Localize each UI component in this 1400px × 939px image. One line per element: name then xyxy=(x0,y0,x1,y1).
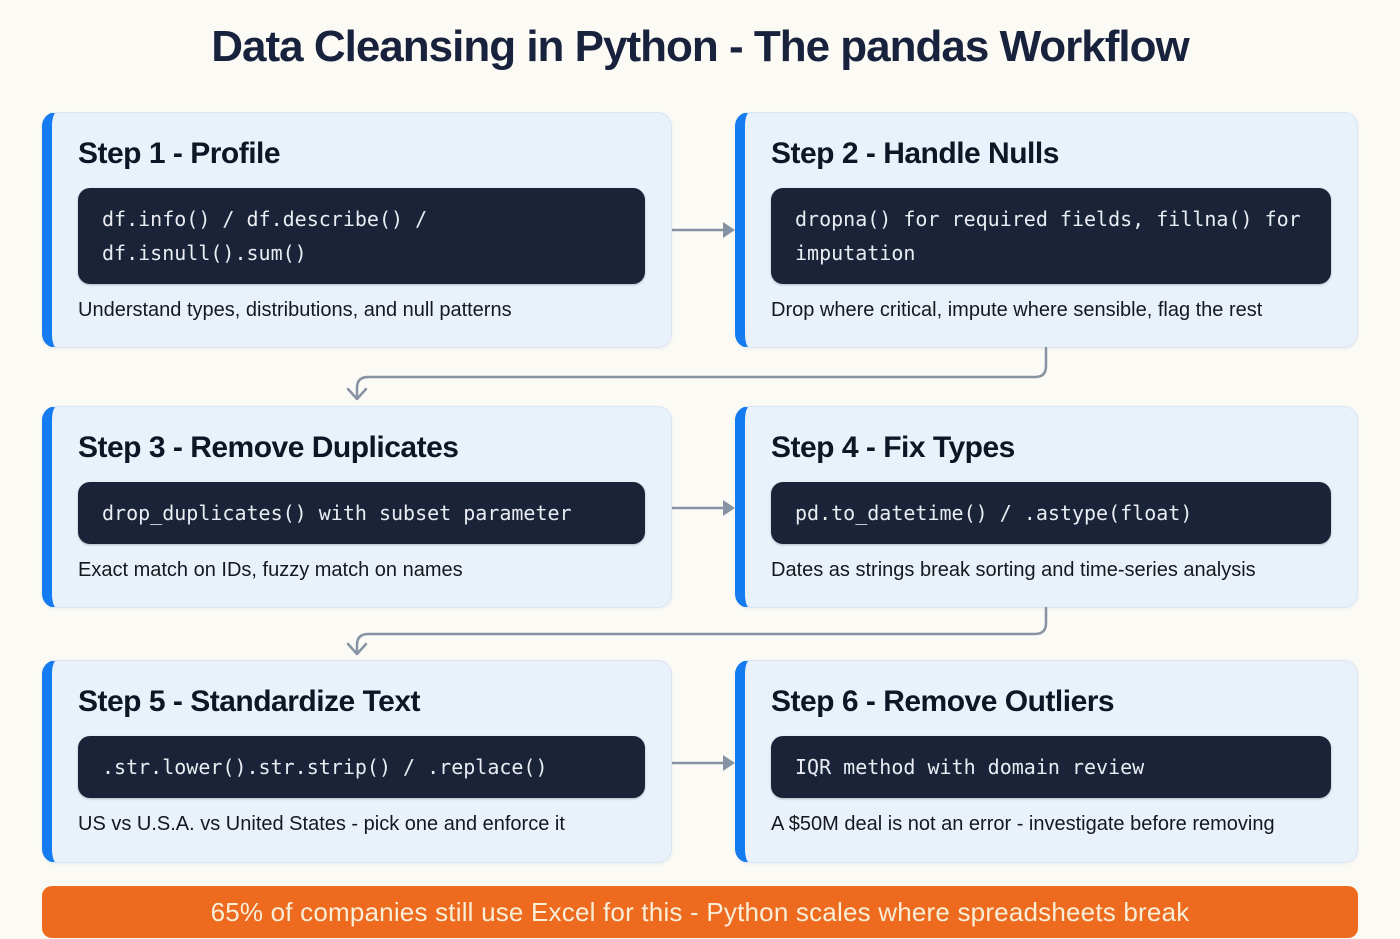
step-4-code-block: pd.to_datetime() / .astype(float) xyxy=(771,481,1331,544)
step-card-2: Step 2 - Handle Nulls dropna() for requi… xyxy=(735,112,1358,348)
step-card-6: Step 6 - Remove Outliers IQR method with… xyxy=(735,660,1358,863)
page-title: Data Cleansing in Python - The pandas Wo… xyxy=(211,22,1190,71)
step-card-4: Step 4 - Fix Types pd.to_datetime() / .a… xyxy=(735,406,1358,608)
footer-banner: 65% of companies still use Excel for thi… xyxy=(42,886,1358,938)
footer-banner-text: 65% of companies still use Excel for thi… xyxy=(210,896,1190,927)
arrow-down-connector-icon-step4-step5 xyxy=(346,606,1048,656)
step-1-code-block: df.info() / df.describe() / df.isnull().… xyxy=(78,187,645,284)
step-3-description: Exact match on IDs, fuzzy match on names xyxy=(78,558,463,581)
step-card-3: Step 3 - Remove Duplicates drop_duplicat… xyxy=(42,406,672,608)
step-6-code: IQR method with domain review xyxy=(795,754,1145,779)
step-4-title: Step 4 - Fix Types xyxy=(771,431,1015,464)
step-card-5: Step 5 - Standardize Text .str.lower().s… xyxy=(42,660,672,863)
step-6-title: Step 6 - Remove Outliers xyxy=(771,685,1115,718)
step-6-code-block: IQR method with domain review xyxy=(771,735,1331,798)
step-1-description: Understand types, distributions, and nul… xyxy=(78,298,512,321)
step-4-description: Dates as strings break sorting and time-… xyxy=(771,558,1256,581)
step-1-code: df.info() / df.describe() / df.isnull().… xyxy=(102,206,440,265)
step-1-title: Step 1 - Profile xyxy=(78,137,281,170)
step-2-title: Step 2 - Handle Nulls xyxy=(771,137,1059,170)
step-card-1: Step 1 - Profile df.info() / df.describe… xyxy=(42,112,672,348)
step-5-description: US vs U.S.A. vs United States - pick one… xyxy=(78,812,565,835)
step-4-code: pd.to_datetime() / .astype(float) xyxy=(795,500,1193,525)
step-3-code: drop_duplicates() with subset parameter xyxy=(102,500,572,525)
arrow-down-connector-icon-step2-step3 xyxy=(346,346,1048,401)
arrow-right-icon-step5-step6 xyxy=(672,755,735,771)
step-2-description: Drop where critical, impute where sensib… xyxy=(771,298,1263,321)
arrow-right-icon-step1-step2 xyxy=(672,222,735,238)
step-2-code-block: dropna() for required fields, fillna() f… xyxy=(771,187,1331,284)
step-5-title: Step 5 - Standardize Text xyxy=(78,685,421,718)
step-3-title: Step 3 - Remove Duplicates xyxy=(78,431,459,464)
step-5-code-block: .str.lower().str.strip() / .replace() xyxy=(78,735,645,798)
arrow-right-icon-step3-step4 xyxy=(672,500,735,516)
step-6-description: A $50M deal is not an error - investigat… xyxy=(771,812,1275,835)
step-5-code: .str.lower().str.strip() / .replace() xyxy=(102,754,548,779)
step-2-code: dropna() for required fields, fillna() f… xyxy=(795,206,1313,265)
step-3-code-block: drop_duplicates() with subset parameter xyxy=(78,481,645,544)
